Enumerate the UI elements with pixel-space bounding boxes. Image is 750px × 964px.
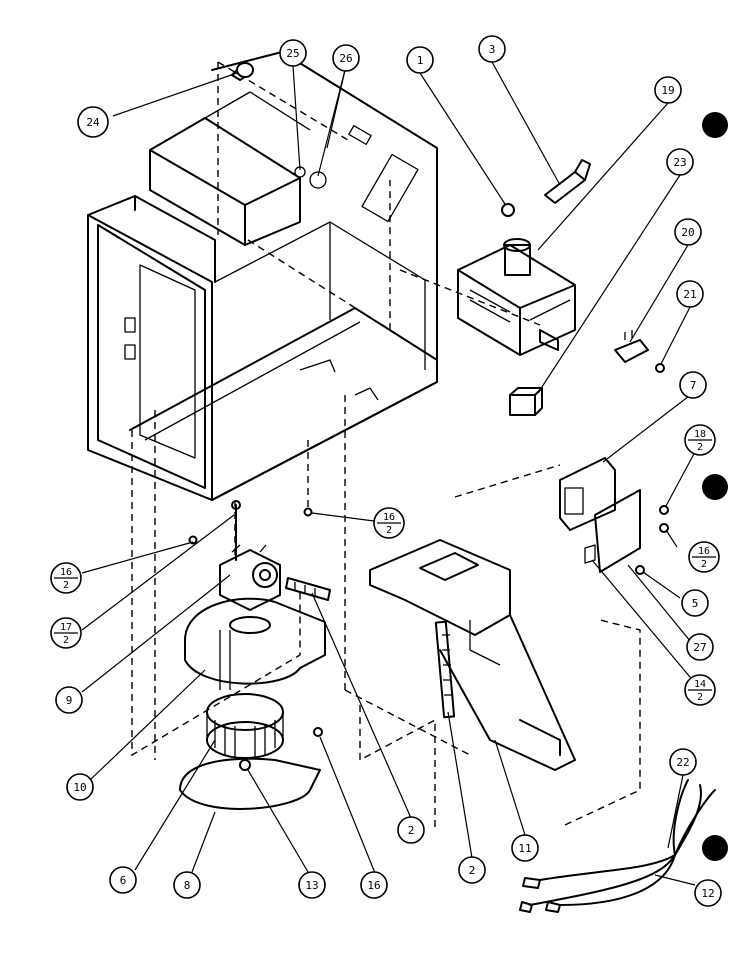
svg-text:27: 27 (693, 641, 706, 654)
callout-13: 13 (298, 871, 326, 899)
mounting-strip (285, 577, 331, 601)
callout-23: 23 (666, 148, 694, 176)
callout-7: 7 (679, 371, 707, 399)
svg-text:2: 2 (63, 635, 69, 646)
callout-2: 2 (397, 816, 425, 844)
svg-text:13: 13 (305, 879, 318, 892)
callout-10: 10 (66, 773, 94, 801)
screw-part (635, 565, 645, 575)
svg-text:26: 26 (339, 52, 352, 65)
svg-text:18: 18 (694, 429, 706, 440)
thermal-cutout-part (509, 387, 543, 416)
svg-text:6: 6 (120, 874, 127, 887)
callout-16-2: 162 (688, 541, 720, 573)
nut-part (501, 203, 515, 217)
air-duct (369, 539, 576, 771)
svg-text:24: 24 (86, 116, 100, 129)
knob-part (231, 62, 254, 81)
screw-part (313, 727, 323, 737)
svg-text:2: 2 (408, 824, 415, 837)
svg-text:2: 2 (697, 692, 703, 703)
svg-text:2: 2 (63, 580, 69, 591)
svg-text:19: 19 (661, 84, 674, 97)
screw-part (303, 507, 313, 517)
svg-text:14: 14 (694, 679, 706, 690)
svg-text:20: 20 (681, 226, 694, 239)
binder-hole-mark (702, 835, 728, 861)
callout-12: 12 (694, 879, 722, 907)
callout-16: 16 (360, 871, 388, 899)
screw-part (659, 523, 669, 533)
svg-text:22: 22 (676, 756, 689, 769)
svg-text:11: 11 (518, 842, 531, 855)
svg-text:16: 16 (367, 879, 380, 892)
leader-lines (81, 61, 697, 886)
fan-base-plate (179, 757, 321, 810)
svg-text:16: 16 (383, 512, 395, 523)
callout-6: 6 (109, 866, 137, 894)
callout-24: 24 (77, 106, 109, 138)
callout-1: 1 (406, 46, 434, 74)
svg-text:1: 1 (417, 54, 424, 67)
svg-text:12: 12 (701, 887, 714, 900)
svg-text:23: 23 (673, 156, 686, 169)
callout-25: 25 (279, 39, 307, 67)
callout-14-2: 142 (684, 674, 716, 706)
binder-hole-mark (702, 474, 728, 500)
svg-text:16: 16 (698, 546, 710, 557)
callout-20: 20 (674, 218, 702, 246)
callout-16-2: 162 (50, 562, 82, 594)
callout-9: 9 (55, 686, 83, 714)
blower-housing (184, 597, 326, 690)
svg-text:8: 8 (184, 879, 191, 892)
callout-27: 27 (686, 633, 714, 661)
callout-18-2: 182 (684, 424, 716, 456)
assembly-guide-lines (131, 61, 641, 830)
binder-hole-mark (702, 112, 728, 138)
callout-26: 26 (332, 44, 360, 72)
magnetron (457, 238, 576, 356)
svg-text:17: 17 (60, 622, 72, 633)
callout-17-2: 172 (50, 617, 82, 649)
callout-21: 21 (676, 280, 704, 308)
callout-22: 22 (669, 748, 697, 776)
screw-part (655, 363, 665, 373)
callout-11: 11 (511, 834, 539, 862)
interlock-switch-part (614, 330, 649, 363)
svg-text:3: 3 (489, 43, 496, 56)
svg-text:10: 10 (73, 781, 86, 794)
svg-text:2: 2 (697, 442, 703, 453)
svg-text:21: 21 (683, 288, 696, 301)
callout-8: 8 (173, 871, 201, 899)
svg-text:9: 9 (66, 694, 73, 707)
callout-5: 5 (681, 589, 709, 617)
screw-part (659, 505, 669, 515)
svg-text:2: 2 (386, 525, 392, 536)
wire-harness (519, 779, 716, 913)
svg-text:25: 25 (286, 47, 299, 60)
callout-3: 3 (478, 35, 506, 63)
svg-text:5: 5 (692, 597, 699, 610)
callout-19: 19 (654, 76, 682, 104)
svg-text:2: 2 (701, 559, 707, 570)
power-connector-part (544, 159, 591, 204)
callout-2: 2 (458, 856, 486, 884)
screw-part (188, 535, 198, 545)
control-bracket (559, 457, 641, 573)
fan-wheel (206, 693, 284, 759)
svg-text:2: 2 (469, 864, 476, 877)
callout-16-2: 162 (373, 507, 405, 539)
svg-text:16: 16 (60, 567, 72, 578)
cabinet-frame (87, 51, 438, 501)
svg-text:7: 7 (690, 379, 697, 392)
bolt-head (231, 500, 241, 510)
